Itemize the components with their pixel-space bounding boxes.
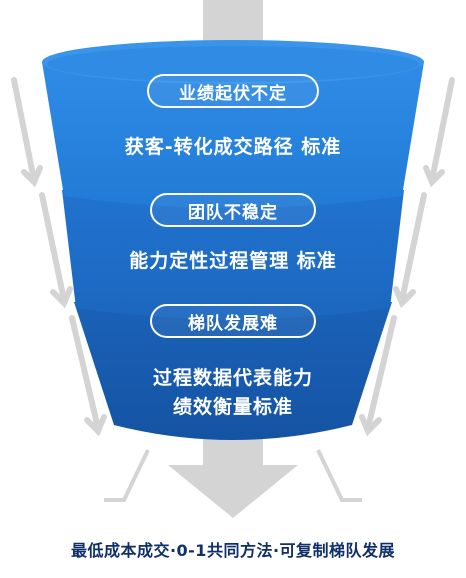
bottom-bracket (104, 449, 362, 502)
stage2-problem-text: 团队不稳定 (188, 202, 278, 223)
stage1-standard-text: 获客-转化成交路径 标准 (124, 136, 342, 158)
left-side-arrows (11, 77, 107, 437)
bottom-caption: 最低成本成交·0-1共同方法·可复制梯队发展 (70, 541, 396, 560)
stage3-standard-line1: 过程数据代表能力 (152, 367, 313, 389)
funnel-section-middle (62, 190, 404, 319)
stage2-standard-text: 能力定性过程管理 标准 (129, 250, 337, 272)
right-side-arrows (359, 77, 455, 437)
funnel-rim-inner (47, 46, 419, 82)
funnel-section-top (42, 62, 424, 208)
bottom-down-arrow (168, 430, 298, 518)
stage1-problem-text: 业绩起伏不定 (179, 83, 287, 104)
stage1-problem-pill: 业绩起伏不定 (147, 74, 319, 108)
stage2-problem-pill: 团队不稳定 (150, 193, 316, 227)
stage3-problem-pill: 梯队发展难 (150, 304, 316, 338)
stage3-problem-text: 梯队发展难 (188, 313, 278, 334)
stage3-standard-line2: 绩效衡量标准 (172, 396, 293, 418)
funnel-section-bottom (74, 302, 392, 440)
